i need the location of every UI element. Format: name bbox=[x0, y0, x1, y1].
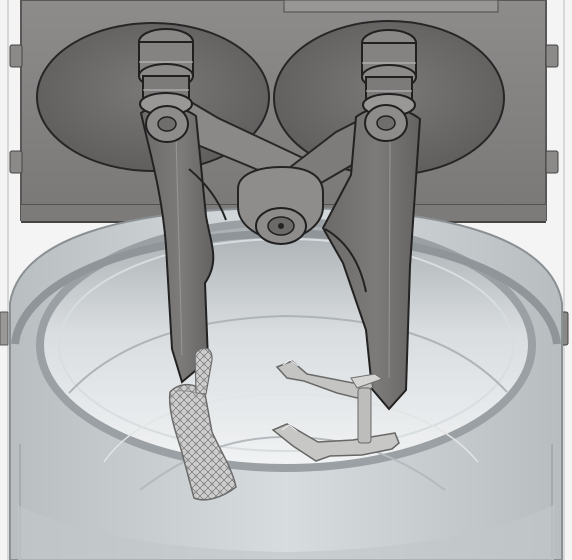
left-roller-stack bbox=[138, 28, 194, 143]
right-tool-hooks bbox=[271, 359, 400, 462]
mesh-beater bbox=[168, 347, 237, 501]
right-roller-stack bbox=[361, 29, 417, 142]
bowl-base-shadow bbox=[18, 505, 554, 560]
mixing-bowl bbox=[9, 206, 563, 560]
frame-edges bbox=[7, 0, 565, 560]
